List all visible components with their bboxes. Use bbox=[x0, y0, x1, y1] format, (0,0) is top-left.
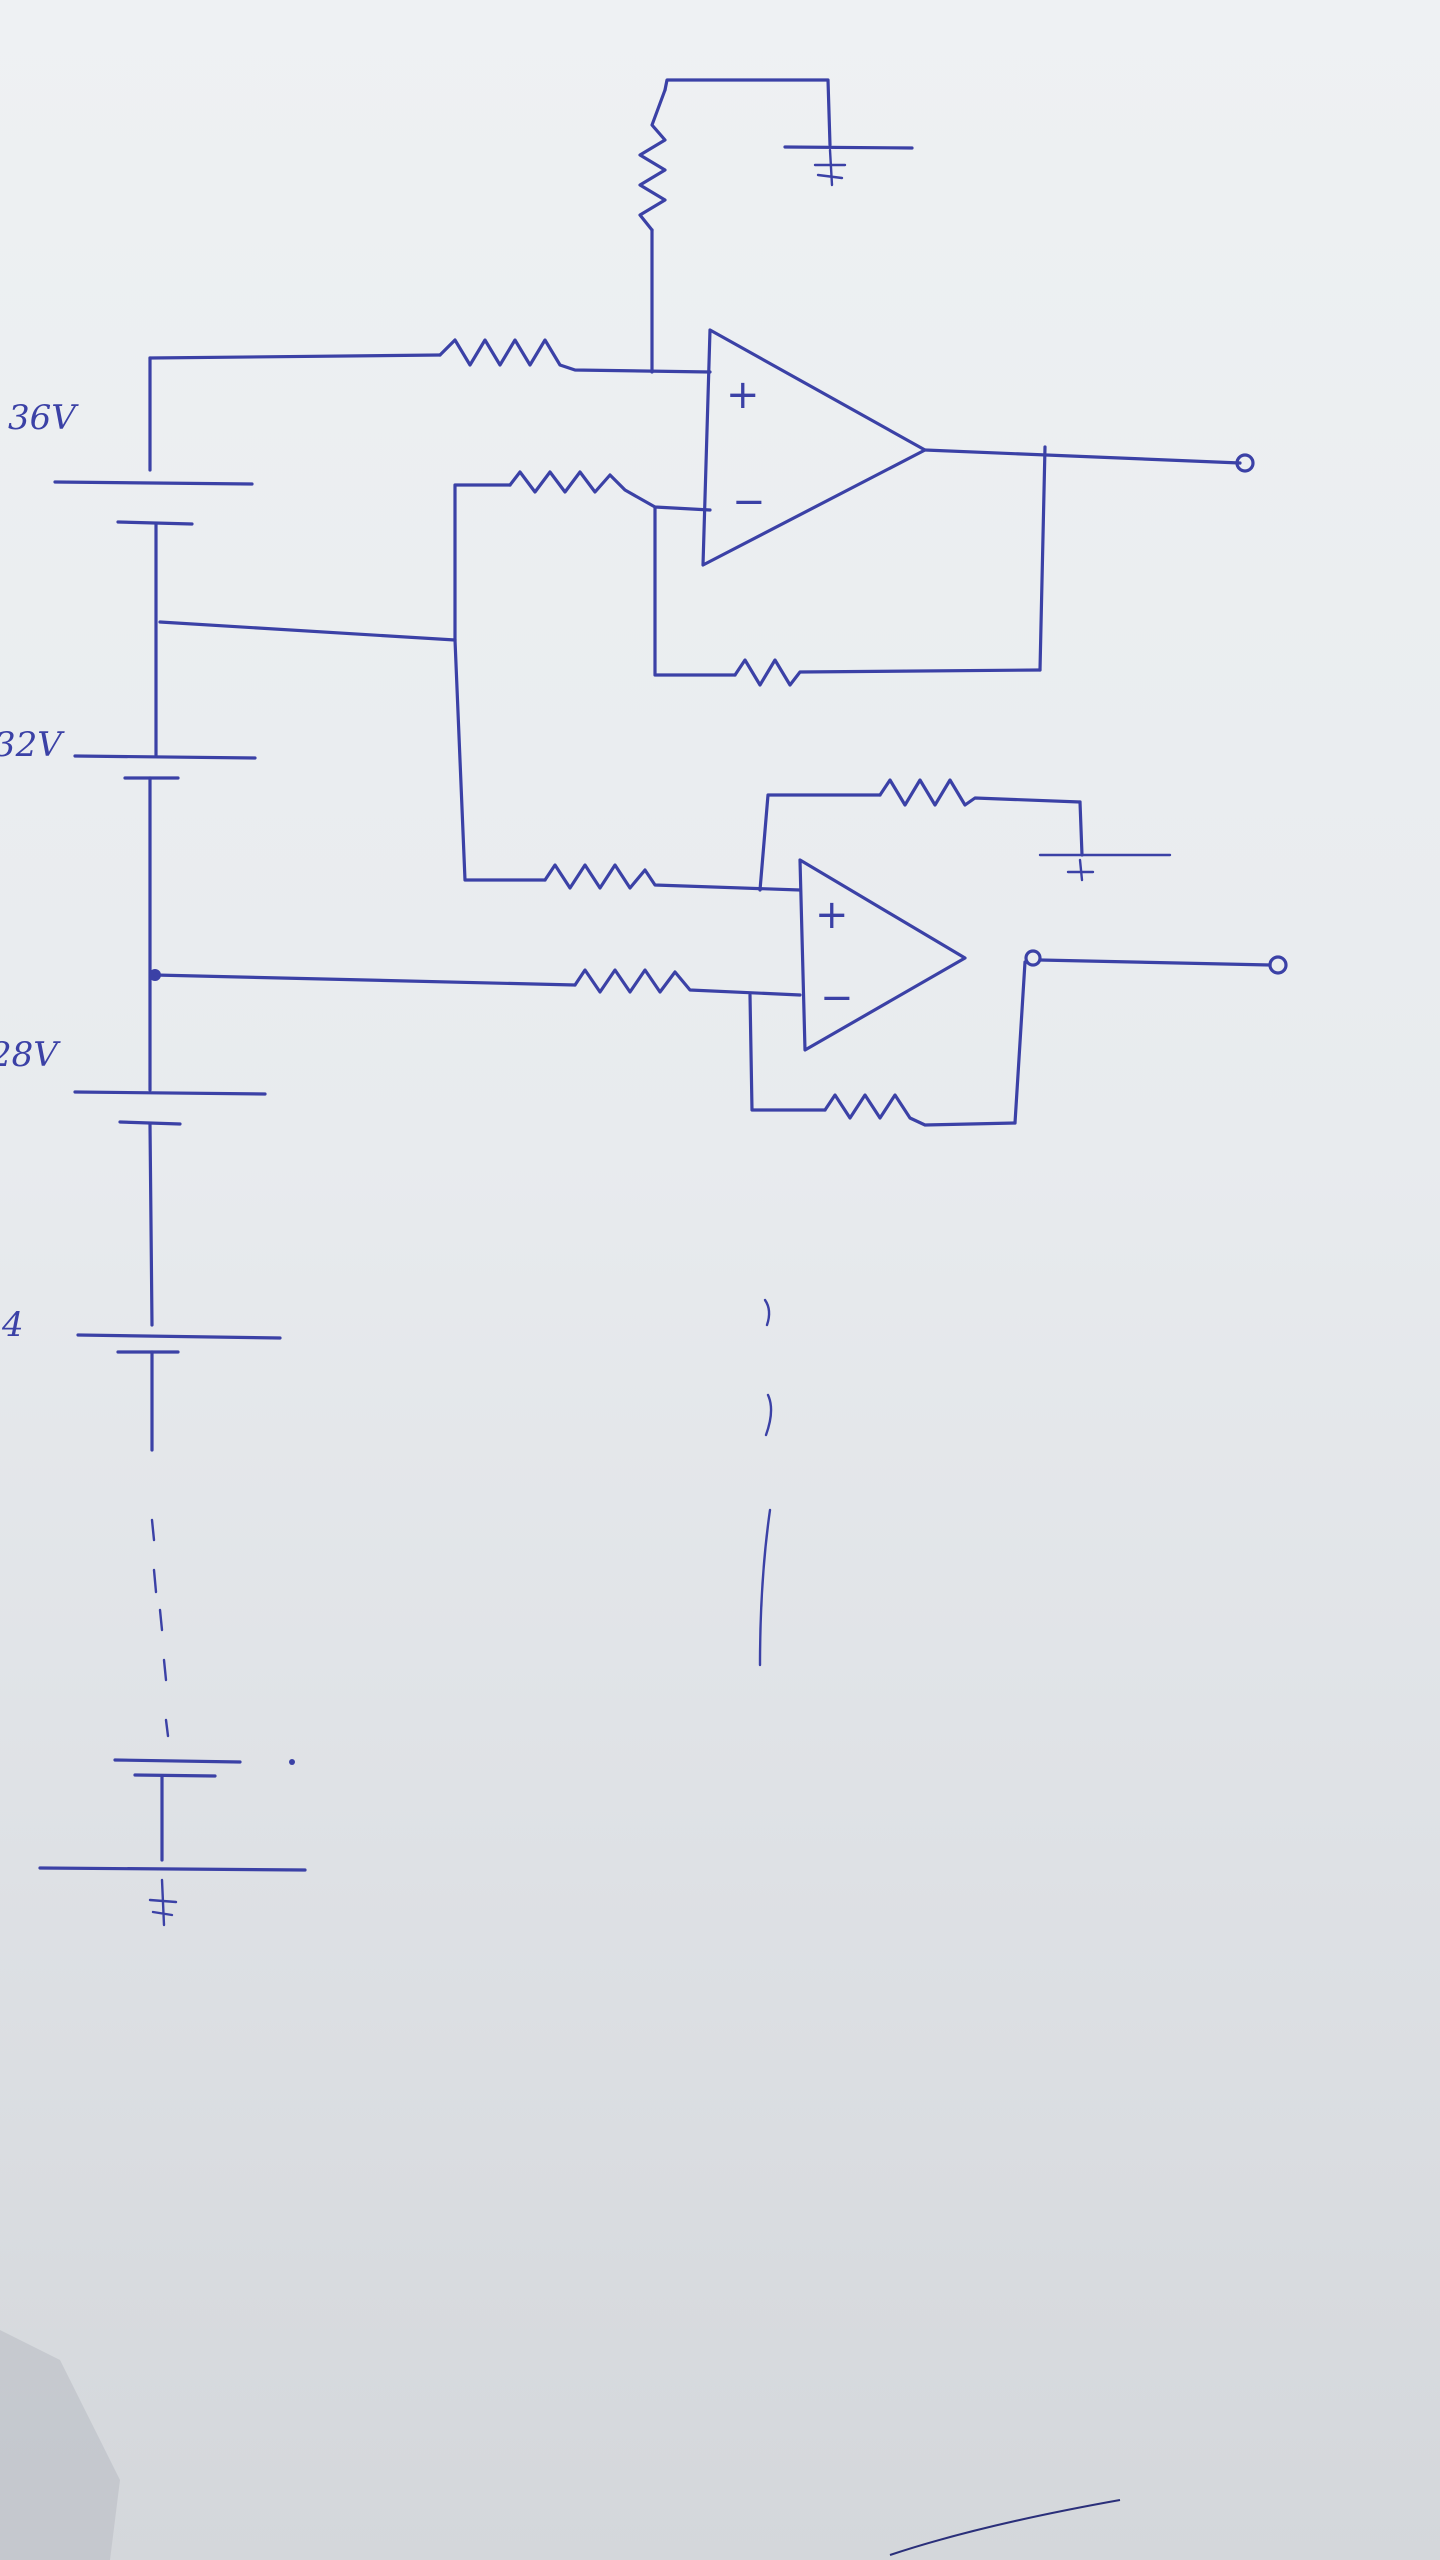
continuation-marks bbox=[758, 1298, 773, 1667]
bottom-ground-rail bbox=[38, 1866, 307, 1872]
battery-stack bbox=[38, 353, 457, 1927]
cell-5-short-plate bbox=[133, 1773, 217, 1778]
wire-ground-drop-2 bbox=[1078, 800, 1084, 857]
wire-output-1 bbox=[923, 448, 1242, 465]
opamp-2-triangle bbox=[798, 858, 967, 1052]
cell-1-long-plate bbox=[53, 480, 254, 486]
voltage-label-4: 4 bbox=[2, 1305, 24, 1345]
voltage-label-36v: 36V bbox=[8, 398, 76, 438]
wire-minus-feed-1 bbox=[453, 483, 512, 642]
ground-icon-2 bbox=[1038, 853, 1172, 882]
wire-feedback-left-2 bbox=[748, 993, 827, 1112]
wire-feedback-right-1 bbox=[1038, 445, 1047, 672]
wire-32v-tap bbox=[158, 620, 457, 642]
opamp-1-plus-sign: + bbox=[726, 372, 760, 418]
continuation-mark-2 bbox=[764, 1393, 773, 1437]
wire-cell3-down bbox=[148, 1122, 154, 1327]
wire-top-ground-branch bbox=[663, 78, 832, 147]
resistor-ground-2 bbox=[878, 778, 1082, 807]
wire-feedback-left-1 bbox=[653, 505, 737, 677]
paper-edge-shadow bbox=[0, 2330, 120, 2560]
resistor-feedback-1 bbox=[733, 658, 1042, 687]
opamp-1-triangle bbox=[701, 328, 927, 567]
wire-branch-down bbox=[453, 638, 547, 882]
opamp-2-minus-sign: − bbox=[820, 975, 854, 1021]
wire-28v-to-minus bbox=[153, 973, 577, 987]
resistor-plus-input-1 bbox=[438, 338, 712, 374]
continuation-dash-3 bbox=[158, 1608, 164, 1632]
wire-feedback-right-2 bbox=[1013, 960, 1027, 1125]
stray-dot bbox=[289, 1759, 295, 1765]
continuation-dash-2 bbox=[152, 1568, 158, 1594]
top-ground-rail bbox=[783, 145, 914, 150]
output-terminal-1 bbox=[1235, 453, 1255, 473]
voltage-label-28v: 28V bbox=[0, 1035, 58, 1075]
wire-top-node bbox=[148, 353, 442, 360]
wire-output-2 bbox=[1038, 958, 1272, 967]
resistor-minus-input-1 bbox=[508, 470, 712, 512]
resistor-plus-input-2 bbox=[543, 863, 802, 892]
opamp-2-plus-sign: + bbox=[815, 892, 849, 938]
continuation-mark-1 bbox=[763, 1298, 771, 1327]
resistor-feedback-2 bbox=[823, 1093, 1017, 1127]
cell-3-long-plate bbox=[73, 1090, 267, 1096]
resistor-vertical-ground bbox=[638, 88, 667, 232]
output-terminal-2 bbox=[1268, 955, 1288, 975]
top-ground-icon bbox=[813, 148, 847, 187]
pen-stroke-bottom bbox=[889, 2499, 1121, 2556]
resistor-minus-input-2 bbox=[573, 968, 802, 997]
cell-4-long-plate bbox=[76, 1333, 282, 1340]
continuation-mark-3 bbox=[758, 1508, 772, 1667]
wire-plus-branch-2 bbox=[758, 793, 882, 892]
voltage-label-32v: 32V bbox=[0, 725, 62, 765]
continuation-dash-1 bbox=[150, 1518, 156, 1542]
continuation-dash-4 bbox=[162, 1658, 168, 1682]
opamp-2 bbox=[153, 638, 1288, 1127]
cell-5-long-plate bbox=[113, 1758, 242, 1764]
output-node-2 bbox=[1024, 949, 1042, 967]
opamp-1-minus-sign: − bbox=[732, 479, 766, 525]
cell-2-long-plate bbox=[73, 754, 257, 760]
opamp-1 bbox=[438, 78, 1255, 687]
continuation-dash-5 bbox=[164, 1718, 170, 1738]
bottom-ground-icon bbox=[148, 1878, 178, 1927]
